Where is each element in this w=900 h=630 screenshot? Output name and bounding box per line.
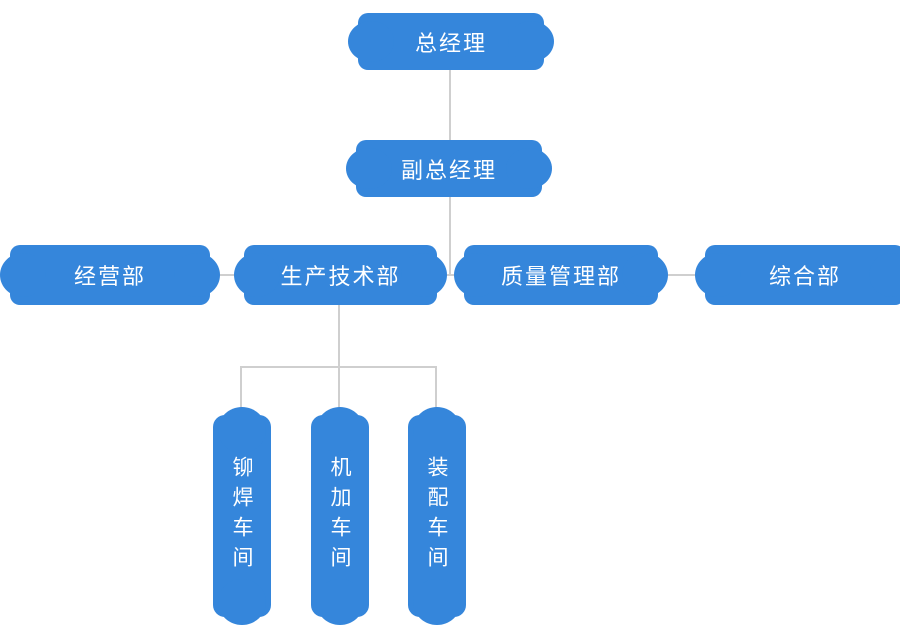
connector-l2-l3: [449, 194, 451, 276]
node-quality-mgmt-dept-label: 质量管理部: [500, 265, 621, 290]
node-business-dept: 经营部: [0, 245, 220, 305]
node-machining-workshop: 机加车间: [311, 407, 369, 625]
connector-l4-drop-2: [338, 366, 340, 416]
connector-l4-drop-1: [240, 366, 242, 416]
node-deputy-general-manager-label: 副总经理: [400, 158, 497, 184]
node-business-dept-label: 经营部: [73, 265, 146, 290]
node-assembly-workshop: 装配车间: [408, 407, 466, 625]
node-general-manager-label: 总经理: [414, 31, 487, 57]
node-machining-workshop-label: 机加车间: [328, 456, 352, 576]
node-quality-mgmt-dept: 质量管理部: [454, 245, 668, 305]
node-deputy-general-manager: 副总经理: [346, 140, 552, 197]
node-riveting-welding-workshop: 铆焊车间: [213, 407, 271, 625]
node-production-tech-dept-label: 生产技术部: [280, 265, 401, 290]
node-assembly-workshop-label: 装配车间: [425, 456, 449, 576]
connector-l4-drop-3: [435, 366, 437, 416]
connector-l1-l2: [449, 68, 451, 142]
node-production-tech-dept: 生产技术部: [234, 245, 447, 305]
node-general-affairs-dept: 综合部: [695, 245, 900, 305]
node-general-manager: 总经理: [348, 13, 554, 70]
node-general-affairs-dept-label: 综合部: [768, 265, 841, 290]
connector-l3-l4-stem: [338, 303, 340, 368]
node-riveting-welding-workshop-label: 铆焊车间: [230, 456, 254, 576]
